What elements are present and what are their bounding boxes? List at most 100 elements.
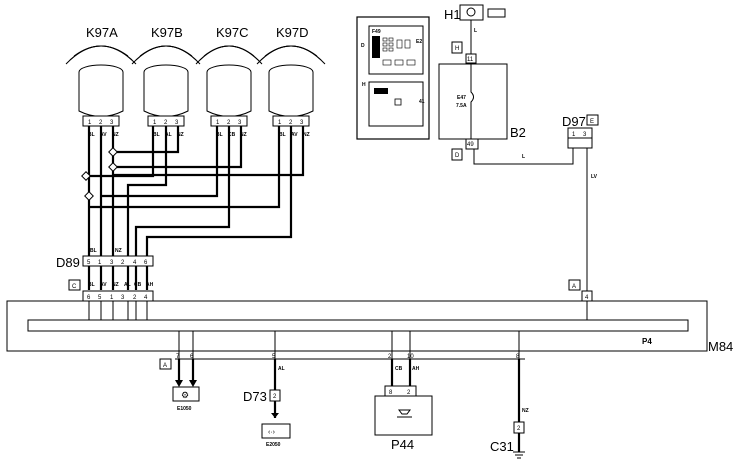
svg-text:2: 2 <box>388 354 392 360</box>
svg-text:2: 2 <box>227 120 231 126</box>
bottom-load-wires <box>177 359 521 422</box>
svg-text:AV: AV <box>100 132 107 138</box>
svg-text:5: 5 <box>98 295 102 301</box>
svg-text:E47: E47 <box>457 95 466 101</box>
svg-text:3: 3 <box>583 132 587 138</box>
h1-box <box>459 4 484 21</box>
svg-text:1: 1 <box>153 120 157 126</box>
svg-text:1: 1 <box>278 120 282 126</box>
svg-text:LV: LV <box>591 174 598 180</box>
h1-component: H1 L <box>444 4 506 60</box>
svg-text:2: 2 <box>289 120 293 126</box>
connector-a-bottom: A 7 6 5 2 10 8 AL CB AH NZ <box>159 354 529 414</box>
p44-label: P44 <box>391 437 414 452</box>
b2-component: H 11 E47 7.5A B2 D 49 <box>438 41 526 161</box>
svg-text:5: 5 <box>272 354 276 360</box>
svg-text:6: 6 <box>190 354 194 360</box>
svg-text:NZ: NZ <box>522 408 529 414</box>
bottom-wires <box>175 331 525 360</box>
svg-text:AL: AL <box>124 282 131 288</box>
svg-text:7: 7 <box>176 354 180 360</box>
svg-text:2: 2 <box>164 120 168 126</box>
svg-text:5: 5 <box>87 260 91 266</box>
d89-to-c-wires <box>87 266 149 290</box>
svg-text:NZ: NZ <box>177 132 184 138</box>
speaker-k97d: K97D 1 2 3 BL AV NZ <box>256 25 326 138</box>
svg-text:41: 41 <box>419 99 425 105</box>
svg-text:1: 1 <box>98 260 102 266</box>
module-m84-label: M84 <box>708 339 733 354</box>
connector-d89-label: D89 <box>56 255 80 270</box>
svg-text:3: 3 <box>300 120 304 126</box>
svg-text:CB: CB <box>395 366 403 372</box>
module-m84: P4 M84 <box>6 300 733 354</box>
svg-text:1: 1 <box>110 295 114 301</box>
component-d73: D73 2 ‹·› E2050 <box>243 389 291 448</box>
svg-text:⚙: ⚙ <box>181 390 189 400</box>
svg-text:6: 6 <box>87 295 91 301</box>
module-m84-ref: P4 <box>642 337 652 346</box>
svg-text:AV: AV <box>100 282 107 288</box>
component-e1050: ⚙ E1050 <box>172 380 200 412</box>
svg-text:NZ: NZ <box>240 132 247 138</box>
component-p44: 8 2 P44 <box>374 385 433 452</box>
svg-text:E: E <box>590 119 594 125</box>
svg-text:C: C <box>72 284 77 290</box>
svg-text:7.5A: 7.5A <box>456 103 467 109</box>
svg-text:AH: AH <box>412 366 420 372</box>
speaker-k97a-label: K97A <box>86 25 118 40</box>
svg-text:L: L <box>522 154 525 160</box>
svg-text:2: 2 <box>407 390 411 396</box>
component-c31: 2 C31 <box>490 421 525 459</box>
svg-text:D: D <box>361 43 365 49</box>
svg-text:CB: CB <box>228 132 236 138</box>
speaker-k97c: K97C 1 2 3 BL CB NZ <box>195 25 263 138</box>
svg-text:3: 3 <box>110 260 114 266</box>
svg-text:8: 8 <box>516 354 520 360</box>
svg-text:BL: BL <box>88 132 95 138</box>
splice-points <box>81 147 118 201</box>
connector-d97-label: D97 <box>562 114 586 129</box>
c31-label: C31 <box>490 439 514 454</box>
svg-text:F49: F49 <box>372 29 381 35</box>
svg-text:1: 1 <box>88 120 92 126</box>
svg-text:49: 49 <box>467 142 474 148</box>
d97-wires <box>473 148 588 291</box>
svg-text:4: 4 <box>133 260 137 266</box>
svg-text:AH: AH <box>146 282 154 288</box>
svg-text:2: 2 <box>99 120 103 126</box>
connector-d89: D89 5 1 3 2 4 6 BL NZ <box>56 248 154 270</box>
connector-d97: D97 E 1 3 LV L <box>522 114 599 180</box>
svg-text:1: 1 <box>572 132 576 138</box>
svg-text:BL: BL <box>153 132 160 138</box>
svg-text:2: 2 <box>273 394 277 400</box>
svg-text:H: H <box>362 82 366 88</box>
h1-label: H1 <box>444 7 461 22</box>
svg-text:NZ: NZ <box>115 248 122 254</box>
svg-text:2: 2 <box>133 295 137 301</box>
connector-a-top: A 4 <box>568 279 593 302</box>
svg-text:H: H <box>455 46 459 52</box>
svg-text:3: 3 <box>110 120 114 126</box>
svg-text:NZ: NZ <box>112 282 119 288</box>
speaker-k97d-label: K97D <box>276 25 309 40</box>
svg-text:3: 3 <box>238 120 242 126</box>
svg-text:3: 3 <box>175 120 179 126</box>
svg-text:E2: E2 <box>416 39 422 45</box>
svg-text:AV: AV <box>291 132 298 138</box>
speaker-k97c-label: K97C <box>216 25 249 40</box>
svg-text:4: 4 <box>585 295 589 301</box>
svg-text:2: 2 <box>121 260 125 266</box>
svg-text:11: 11 <box>467 57 474 63</box>
svg-text:E1050: E1050 <box>177 406 192 412</box>
svg-text:D: D <box>455 153 460 159</box>
svg-text:BL: BL <box>216 132 223 138</box>
inset-fuse-panel: F49 E2 D H 41 <box>356 16 430 140</box>
svg-text:A: A <box>163 363 167 369</box>
speaker-k97a: K97A 1 2 3 BL AV NZ <box>65 25 137 138</box>
c-internal-wires <box>88 301 148 320</box>
svg-text:A: A <box>572 284 576 290</box>
b2-label: B2 <box>510 125 526 140</box>
svg-text:4: 4 <box>144 295 148 301</box>
